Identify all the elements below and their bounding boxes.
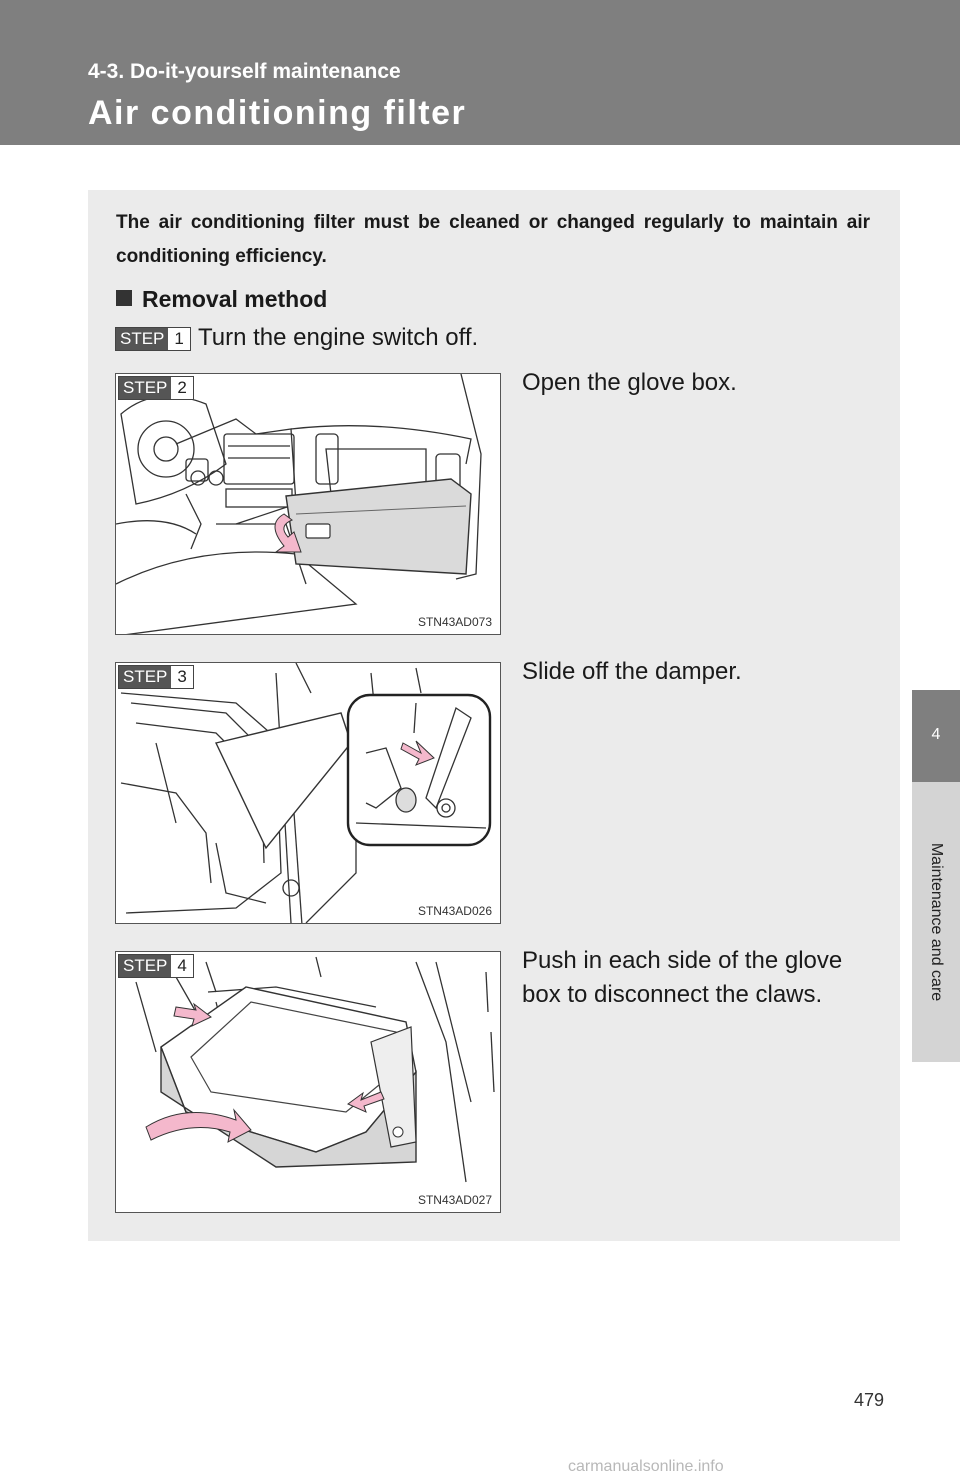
intro-text: The air conditioning filter must be clea… (116, 212, 870, 267)
step-2-text: Open the glove box. (522, 369, 737, 396)
step-number: 3 (171, 666, 193, 688)
step-word: STEP (119, 955, 172, 977)
section-label: 4-3. Do-it-yourself maintenance (88, 60, 401, 83)
figure-code: STN43AD073 (417, 615, 492, 629)
chapter-tab-label[interactable]: Maintenance and care (912, 782, 960, 1062)
removal-heading-text: Removal method (142, 286, 328, 312)
dashboard-glovebox-illustration (116, 374, 482, 634)
step-number: 1 (168, 328, 190, 350)
glovebox-damper-illustration (120, 663, 492, 923)
step-1-text: Turn the engine switch off. (198, 324, 479, 351)
step-word: STEP (119, 377, 172, 399)
step-3-text: Slide off the damper. (522, 658, 742, 685)
page-number: 479 (854, 1390, 885, 1410)
step-number: 4 (171, 955, 193, 977)
step-word: STEP (119, 666, 172, 688)
step-4-text: Push in each side of the glove box to di… (522, 947, 843, 1008)
step-number: 2 (171, 377, 193, 399)
page-title: Air conditioning filter (88, 94, 467, 132)
glovebox-claws-illustration (130, 956, 495, 1183)
square-bullet-icon (116, 290, 132, 306)
figure-code: STN43AD026 (417, 904, 492, 918)
figure-code: STN43AD027 (417, 1193, 492, 1207)
removal-heading: Removal method (116, 286, 327, 313)
step-word: STEP (116, 328, 169, 350)
chapter-tab[interactable]: 4 (912, 690, 960, 782)
chapter-name: Maintenance and care (928, 842, 945, 1002)
watermark: carmanualsonline.info (568, 1458, 724, 1475)
page-header: 4-3. Do-it-yourself maintenance Air cond… (0, 0, 960, 145)
chapter-number: 4 (931, 726, 941, 743)
